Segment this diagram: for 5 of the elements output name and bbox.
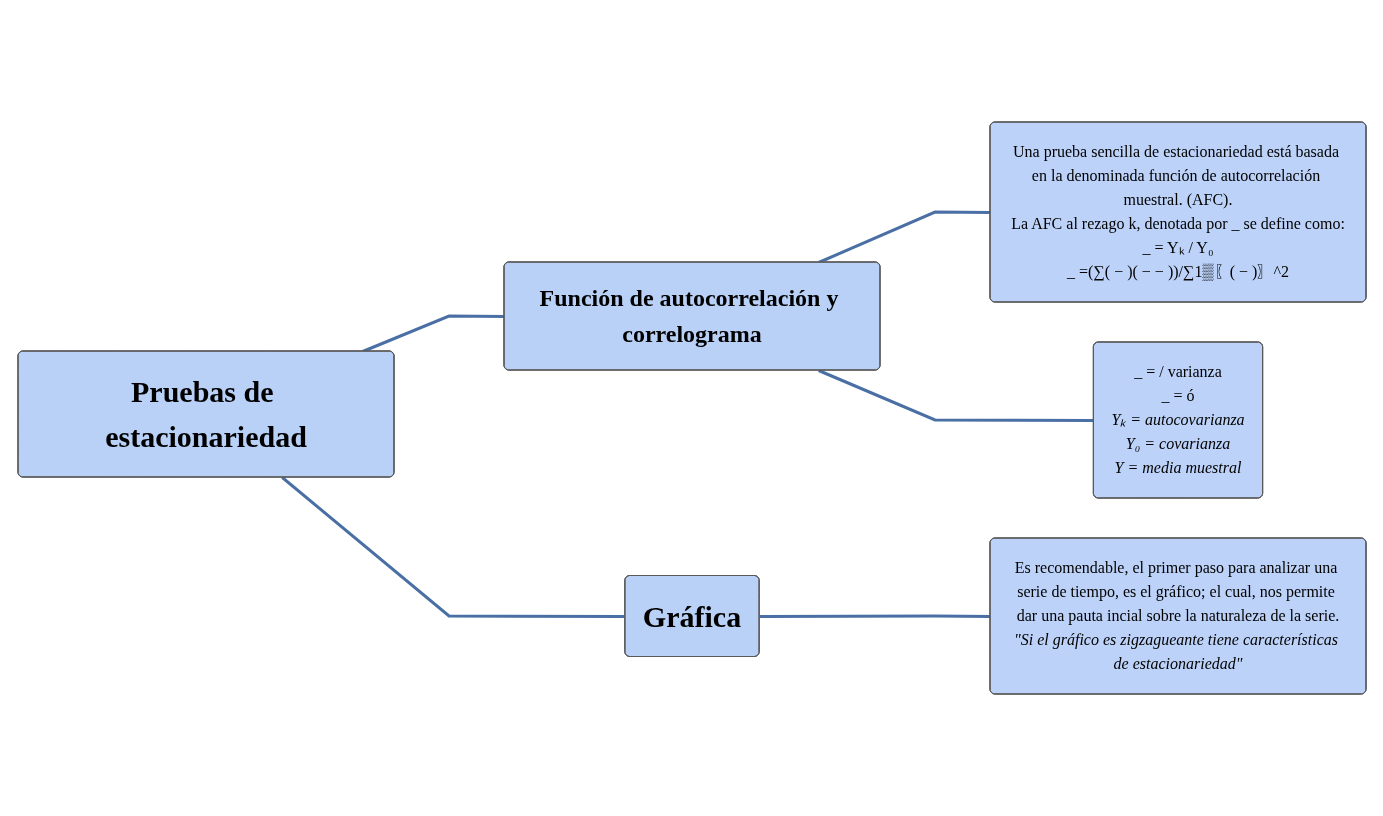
connector bbox=[280, 476, 625, 618]
connector bbox=[361, 314, 504, 353]
connector bbox=[817, 210, 990, 264]
connector bbox=[759, 614, 990, 618]
connector bbox=[817, 369, 1094, 422]
